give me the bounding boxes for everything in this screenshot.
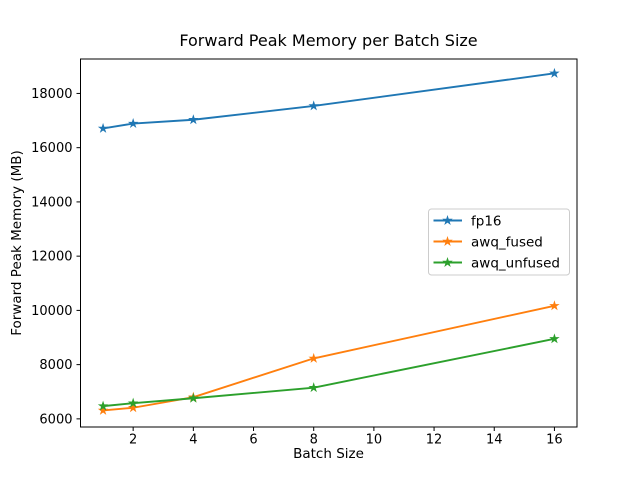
y-tick-label: 6000 <box>39 412 72 427</box>
y-tick-label: 8000 <box>39 358 72 373</box>
y-tick-label: 12000 <box>31 250 72 265</box>
legend: fp16 awq_fused awq_unfused <box>428 208 570 276</box>
x-tick-label: 4 <box>189 433 197 448</box>
y-tick-label: 10000 <box>31 304 72 319</box>
x-tick-label: 10 <box>366 433 383 448</box>
x-axis-label: Batch Size <box>293 446 364 462</box>
series-line-awq_fused <box>102 304 556 412</box>
y-tick-label: 14000 <box>31 195 72 210</box>
legend-box <box>428 208 570 276</box>
series-line-fp16 <box>102 72 556 130</box>
legend-label: fp16 <box>471 213 502 229</box>
legend-entry-awq_fused: awq_fused <box>433 234 543 250</box>
series-awq_fused <box>97 300 560 415</box>
legend-marker <box>442 215 453 225</box>
legend-label: awq_fused <box>471 234 543 250</box>
x-tick-label: 12 <box>426 433 443 448</box>
legend-entry-fp16: fp16 <box>433 213 502 229</box>
series-line-awq_unfused <box>102 337 556 408</box>
legend-marker <box>442 257 453 267</box>
data-point-marker <box>97 122 109 133</box>
data-point-marker <box>549 67 560 78</box>
data-point-marker <box>97 404 109 415</box>
data-point-marker <box>188 392 199 403</box>
x-tick-label: 6 <box>249 433 257 448</box>
series-awq_unfused <box>97 333 560 411</box>
chart-title: Forward Peak Memory per Batch Size <box>179 31 478 50</box>
x-tick-label: 8 <box>310 433 318 448</box>
data-point-marker <box>127 402 139 413</box>
data-point-marker <box>188 114 199 125</box>
data-point-marker <box>308 382 319 393</box>
legend-marker <box>442 236 453 246</box>
y-tick-label: 18000 <box>31 87 72 102</box>
x-tick-label: 14 <box>486 433 503 448</box>
data-point-marker <box>127 397 139 408</box>
x-axis-ticks: 2 4 6 8 10 12 14 16 <box>129 427 563 448</box>
data-point-marker <box>549 333 560 344</box>
y-tick-label: 16000 <box>31 141 72 156</box>
y-axis-ticks: 6000 8000 10000 12000 14000 16000 18000 <box>31 87 81 427</box>
data-point-marker <box>549 300 560 311</box>
x-tick-label: 2 <box>129 433 137 448</box>
x-tick-label: 16 <box>546 433 563 448</box>
legend-entry-awq_unfused: awq_unfused <box>433 255 560 271</box>
data-point-marker <box>308 100 319 111</box>
data-point-marker <box>127 118 139 128</box>
data-point-marker <box>308 352 319 363</box>
plot-frame <box>80 58 578 428</box>
data-point-marker <box>97 400 109 411</box>
series-fp16 <box>97 67 560 133</box>
legend-label: awq_unfused <box>471 255 560 271</box>
